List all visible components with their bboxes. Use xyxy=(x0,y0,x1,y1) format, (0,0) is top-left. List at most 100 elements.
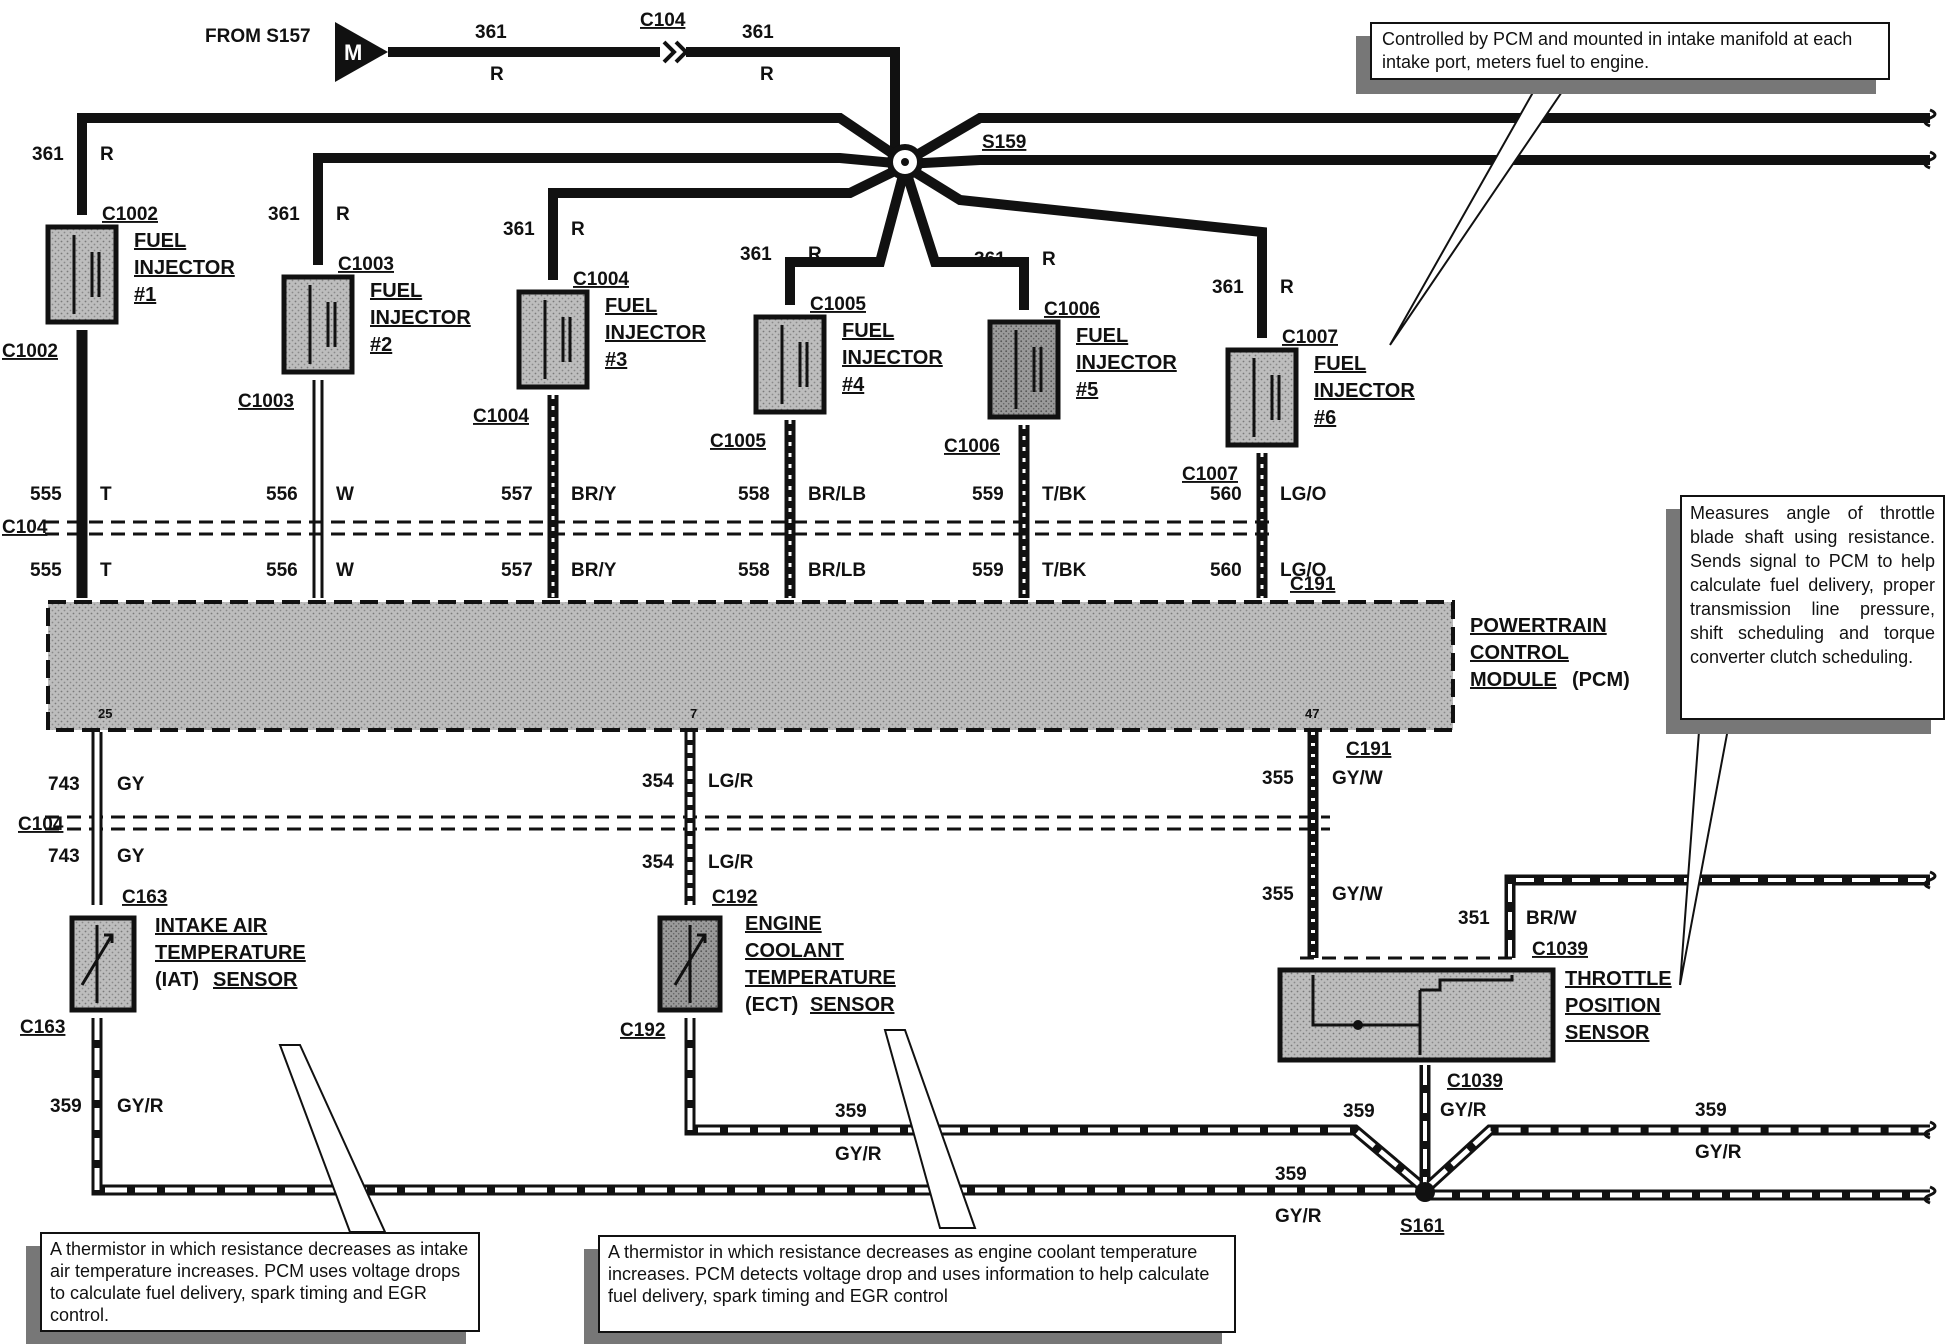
injector-1-name-3: #1 xyxy=(134,284,156,306)
svg-text:TEMPERATURE: TEMPERATURE xyxy=(155,942,306,964)
callout-pointers xyxy=(278,79,1732,1233)
pcm-connector-top: C191 xyxy=(1290,574,1336,595)
injector-4-circuit: 361 xyxy=(740,244,772,265)
ect-conn-bottom: C192 xyxy=(620,1020,665,1041)
injector-5-name-1: FUEL xyxy=(1076,325,1128,347)
svg-text:359: 359 xyxy=(835,1101,867,1122)
splice-s161: 359 GY/R S161 xyxy=(1275,1164,1445,1237)
injector-1-conn-bottom: C1002 xyxy=(2,341,58,362)
svg-text:GY/R: GY/R xyxy=(1695,1142,1742,1163)
svg-text:THROTTLE: THROTTLE xyxy=(1565,968,1672,990)
injector-1-conn-top: C1002 xyxy=(102,204,158,225)
svg-text:354: 354 xyxy=(642,771,674,792)
iat-sensor: 743 GY 743 GY C163 C163 INTAKE AIR TEMPE… xyxy=(20,732,1420,1196)
injector-3-out-circuit-b: 557 xyxy=(501,560,533,581)
ect-conn-top: C192 xyxy=(712,887,757,908)
svg-text:(IAT): (IAT) xyxy=(155,969,199,991)
injector-3-name-2: INJECTOR xyxy=(605,322,706,344)
injector-2-out-circuit-b: 556 xyxy=(266,560,298,581)
injector-3-name-3: #3 xyxy=(605,349,627,371)
injector-1-coil xyxy=(72,235,101,314)
ect-sensor: 354 LG/R 354 LG/R C192 C192 ENGINE COOLA… xyxy=(620,732,1424,1190)
injector-2-out-circuit-a: 556 xyxy=(266,484,298,505)
tps-pcm-conn: C191 xyxy=(1346,739,1392,760)
svg-text:SENSOR: SENSOR xyxy=(1565,1022,1650,1044)
tps-note: Measures angle of throttle blade shaft u… xyxy=(1680,495,1945,720)
supply-color-2: R xyxy=(760,64,774,85)
svg-text:354: 354 xyxy=(642,852,674,873)
injector-4-conn-bottom: C1005 xyxy=(710,431,766,452)
injector-3-circuit: 361 xyxy=(503,219,535,240)
pcm-abbr: (PCM) xyxy=(1572,669,1630,691)
injector-5-conn-top: C1006 xyxy=(1044,299,1100,320)
injector-3-coil xyxy=(543,300,572,379)
supply-circuit-1: 361 xyxy=(475,22,507,43)
injector-1-out-circuit-b: 555 xyxy=(30,560,62,581)
injector-2-name-3: #2 xyxy=(370,334,392,356)
svg-text:355: 355 xyxy=(1262,768,1294,789)
injector-2-out-color-b: W xyxy=(336,560,354,581)
svg-text:GY/R: GY/R xyxy=(1440,1100,1487,1121)
svg-text:743: 743 xyxy=(48,846,80,867)
injector-6-supply-color: R xyxy=(1280,277,1294,298)
injector-5-coil xyxy=(1014,330,1043,409)
svg-text:C104: C104 xyxy=(640,10,686,31)
injector-1-out-circuit-a: 555 xyxy=(30,484,62,505)
injector-6-name-2: INJECTOR xyxy=(1314,380,1415,402)
iat-conn-bottom: C163 xyxy=(20,1017,65,1038)
injector-4-box xyxy=(753,314,827,415)
pcm-title-1: POWERTRAIN xyxy=(1470,615,1607,637)
c104-label-top: C104 xyxy=(2,517,48,538)
injector-1-name-2: INJECTOR xyxy=(134,257,235,279)
injector-5-box xyxy=(987,319,1061,420)
injector-6-out-circuit-b: 560 xyxy=(1210,560,1242,581)
injector-2-box xyxy=(281,274,355,375)
svg-text:TEMPERATURE: TEMPERATURE xyxy=(745,967,896,989)
svg-text:359: 359 xyxy=(1275,1164,1307,1185)
source-triangle xyxy=(335,22,388,82)
svg-text:S159: S159 xyxy=(982,132,1026,153)
svg-text:359: 359 xyxy=(1343,1101,1375,1122)
pcm-pin-7: 7 xyxy=(690,706,697,721)
injector-4-name-3: #4 xyxy=(842,374,865,396)
injector-2-coil xyxy=(308,285,337,364)
injector-6-out-color-b: LG/O xyxy=(1280,560,1326,581)
injector-4-out-circuit-b: 558 xyxy=(738,560,770,581)
injector-6-coil xyxy=(1252,358,1281,437)
injector-6-out-color-a: LG/O xyxy=(1280,484,1326,505)
ect-note: A thermistor in which resistance decreas… xyxy=(598,1235,1236,1333)
injector-note: Controlled by PCM and mounted in intake … xyxy=(1370,22,1890,80)
injector-6-circuit: 361 xyxy=(1212,277,1244,298)
svg-text:ENGINE: ENGINE xyxy=(745,913,822,935)
injector-4-out-circuit-a: 558 xyxy=(738,484,770,505)
svg-text:GY/R: GY/R xyxy=(1275,1206,1322,1227)
injector-2-circuit: 361 xyxy=(268,204,300,225)
injector-5-name-2: INJECTOR xyxy=(1076,352,1177,374)
supply-circuit-2: 361 xyxy=(742,22,774,43)
injector-4-out-color-a: BR/LB xyxy=(808,484,866,505)
svg-text:LG/R: LG/R xyxy=(708,771,754,792)
svg-text:GY/R: GY/R xyxy=(117,1096,164,1117)
injector-5-out-circuit-b: 559 xyxy=(972,560,1004,581)
svg-text:COOLANT: COOLANT xyxy=(745,940,844,962)
injector-3-out-color-b: BR/Y xyxy=(571,560,617,581)
tps-conn-top: C1039 xyxy=(1532,939,1588,960)
injector-2-supply-color: R xyxy=(336,204,350,225)
injector-3-supply-color: R xyxy=(571,219,585,240)
svg-text:GY: GY xyxy=(117,774,145,795)
injector-2-name-2: INJECTOR xyxy=(370,307,471,329)
svg-text:GY/W: GY/W xyxy=(1332,768,1383,789)
injector-3-conn-bottom: C1004 xyxy=(473,406,529,427)
injector-1-supply-color: R xyxy=(100,144,114,165)
injector-group: C1002361RFUELINJECTOR#1C1002555T555T58C1… xyxy=(2,144,1415,629)
throttle-position-sensor: C191 355 GY/W 355 GY/W 351 BR/W C1039 C1… xyxy=(1262,732,1937,1205)
splice-s159: S159 xyxy=(887,132,1026,180)
pcm-pin-25: 25 xyxy=(98,706,112,721)
injector-2-conn-top: C1003 xyxy=(338,254,394,275)
injector-3-out-circuit-a: 557 xyxy=(501,484,533,505)
source-label: FROM S157 xyxy=(205,26,311,47)
pcm-title-3: MODULE xyxy=(1470,669,1557,691)
svg-text:355: 355 xyxy=(1262,884,1294,905)
injector-1-box xyxy=(45,224,119,325)
injector-5-conn-bottom: C1006 xyxy=(944,436,1000,457)
